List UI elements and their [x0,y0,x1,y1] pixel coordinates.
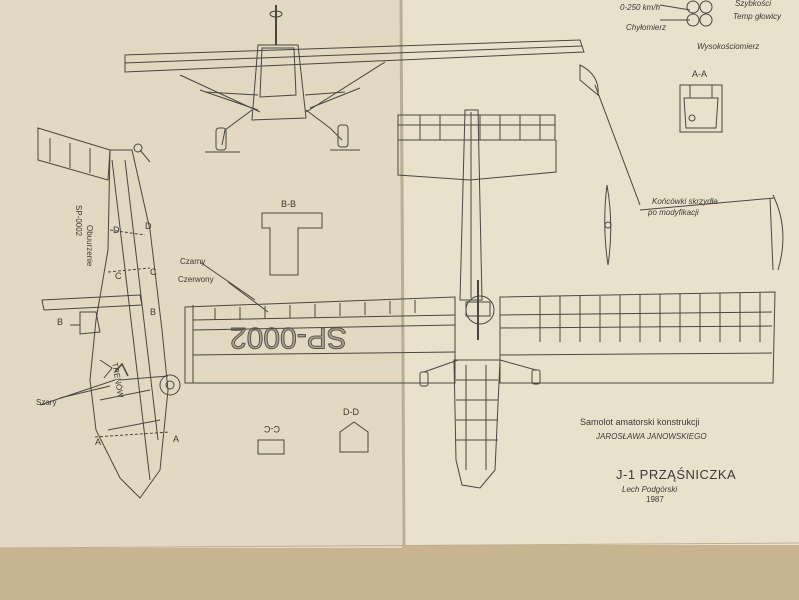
page-fold [399,0,406,546]
speed-range-label: 0-250 km/h [620,3,661,12]
side-view [37,127,181,499]
section-a-label: A-A [692,69,708,79]
wingtip-detail [579,64,784,271]
callout-wingtips: Końcówki skrzydła [652,197,718,206]
station-b-left: B [57,317,64,327]
callout-grey: Szary [36,398,57,407]
climb-indicator-label: Chyłomierz [626,23,667,32]
section-c-label: C-C [264,424,280,434]
callout-red: Czerwony [178,275,214,284]
drawing-author: Lech Podgórski [622,485,678,494]
head-temp-label: Temp głowicy [733,12,782,21]
section-c [257,439,285,455]
instrument-cluster [686,0,713,27]
wing-registration: SP-0002 [230,321,348,355]
drawing-year: 1987 [646,495,664,504]
aircraft-name: J-1 PRZĄŚNICZKA [616,467,737,482]
station-a-right: A [173,434,180,444]
section-b-label: B-B [281,199,297,209]
wing-plan [184,291,776,384]
station-d-right: D [145,221,152,231]
side-registration-note: Obuurzenie [85,225,94,267]
title-line-1: Samolot amatorski konstrukcji [580,417,700,427]
section-d-label: D-D [343,407,359,417]
station-a-left: A [95,437,102,447]
front-view [124,5,585,153]
paper-left-page [0,0,402,548]
callout-black: Czarny [180,257,206,266]
section-d [339,421,369,453]
station-b-right: B [150,307,157,317]
station-d-left: D [113,225,120,235]
wood-table [0,540,799,600]
paper-right-page [402,0,799,545]
side-registration: SP-0002 [74,205,83,237]
section-b [261,212,323,276]
section-a [679,84,723,133]
station-c-right: C [150,267,157,277]
speed-label: Szybkości [735,0,772,8]
callout-wingtips-modified: po modyfikacji [648,208,699,217]
altimeter-label: Wysokościomierz [697,42,760,51]
title-line-2: JAROSŁAWA JANOWSKIEGO [596,432,707,441]
station-c-left: C [115,271,122,281]
paper-edge [0,542,799,549]
propeller [604,184,612,266]
